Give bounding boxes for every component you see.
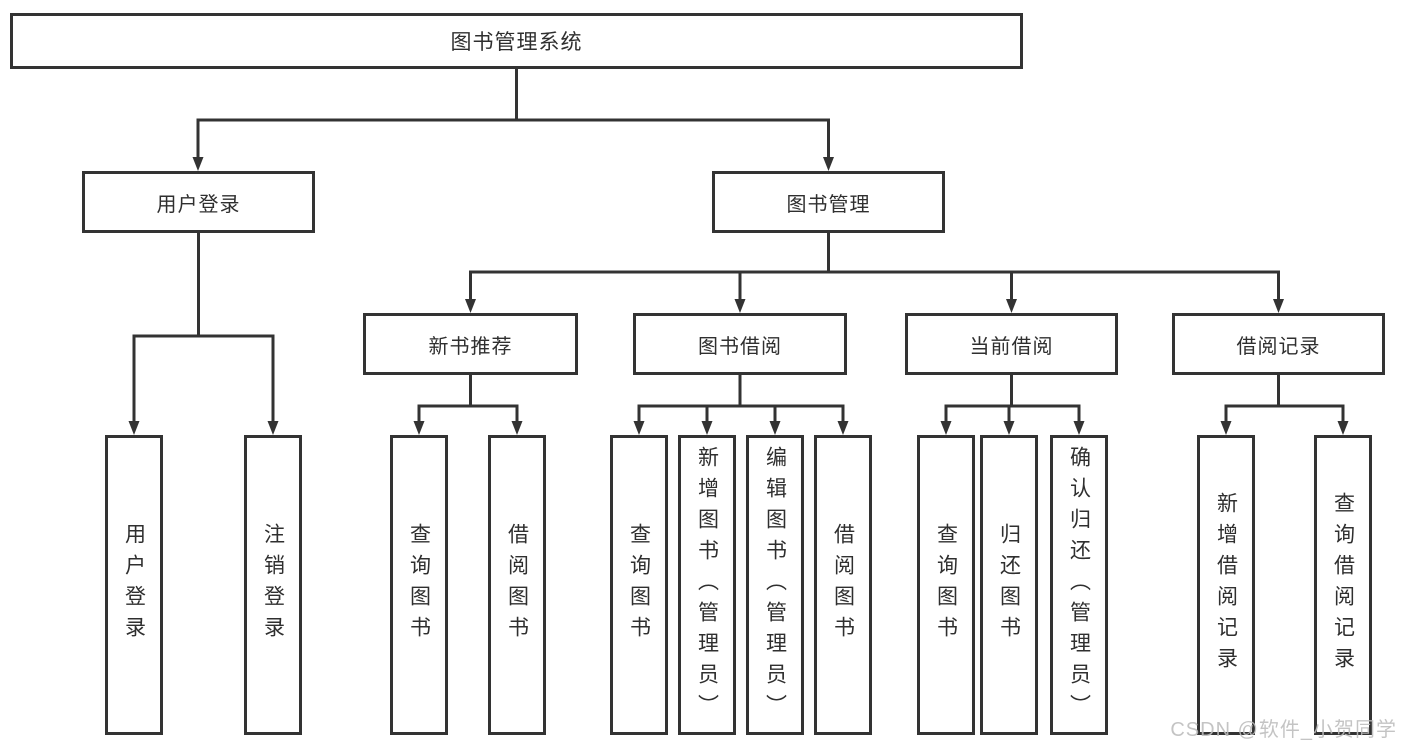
leaf-confirm-return-admin-label: 确认归还（管理员）: [1067, 445, 1091, 725]
node-root-label: 图书管理系统: [450, 31, 583, 54]
leaf-query-borrow-record: 查询借阅记录: [1314, 435, 1372, 735]
node-root: 图书管理系统: [10, 13, 1023, 69]
node-borrow-records: 借阅记录: [1172, 313, 1385, 375]
leaf-borrow-books-1-label: 借阅图书: [505, 523, 529, 647]
node-new-book-recommend: 新书推荐: [363, 313, 578, 375]
leaf-user-login-label: 用户登录: [122, 523, 146, 647]
leaf-borrow-books-2: 借阅图书: [814, 435, 872, 735]
leaf-query-books-3: 查询图书: [917, 435, 975, 735]
leaf-user-login: 用户登录: [105, 435, 163, 735]
leaf-add-borrow-record-label: 新增借阅记录: [1214, 492, 1238, 678]
node-book-management-label: 图书管理: [786, 193, 871, 216]
node-borrow-records-label: 借阅记录: [1236, 335, 1321, 358]
node-user-login: 用户登录: [82, 171, 315, 233]
node-book-borrow-label: 图书借阅: [698, 335, 782, 358]
leaf-query-borrow-record-label: 查询借阅记录: [1331, 492, 1355, 678]
leaf-logout: 注销登录: [244, 435, 302, 735]
leaf-add-books-admin: 新增图书（管理员）: [678, 435, 736, 735]
leaf-return-books: 归还图书: [980, 435, 1038, 735]
leaf-logout-label: 注销登录: [261, 523, 285, 647]
leaf-query-books-1: 查询图书: [390, 435, 448, 735]
leaf-query-books-1-label: 查询图书: [407, 523, 431, 647]
node-current-borrow: 当前借阅: [905, 313, 1118, 375]
node-new-book-recommend-label: 新书推荐: [428, 335, 513, 358]
leaf-add-borrow-record: 新增借阅记录: [1197, 435, 1255, 735]
leaf-edit-books-admin-label: 编辑图书（管理员）: [763, 445, 787, 725]
leaf-query-books-3-label: 查询图书: [934, 523, 958, 647]
csdn-watermark: CSDN @软件_小贺同学: [1170, 719, 1397, 741]
leaf-return-books-label: 归还图书: [997, 523, 1021, 647]
leaf-borrow-books-2-label: 借阅图书: [831, 523, 855, 647]
leaf-confirm-return-admin: 确认归还（管理员）: [1050, 435, 1108, 735]
node-book-borrow: 图书借阅: [633, 313, 847, 375]
node-current-borrow-label: 当前借阅: [969, 335, 1054, 358]
leaf-borrow-books-1: 借阅图书: [488, 435, 546, 735]
leaf-add-books-admin-label: 新增图书（管理员）: [695, 445, 719, 725]
leaf-query-books-2: 查询图书: [610, 435, 668, 735]
node-user-login-label: 用户登录: [156, 193, 241, 216]
leaf-query-books-2-label: 查询图书: [627, 523, 651, 647]
node-book-management: 图书管理: [712, 171, 945, 233]
leaf-edit-books-admin: 编辑图书（管理员）: [746, 435, 804, 735]
